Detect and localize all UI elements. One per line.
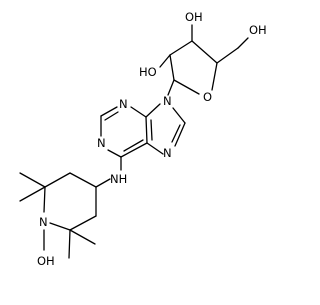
bond-n3-c2: [100, 106, 118, 117]
bond-o-c4: [211, 62, 218, 91]
bond-c2pip-me1: [19, 172, 46, 188]
bond-c1-n9: [167, 79, 175, 96]
n-oh-label: OH: [37, 254, 55, 268]
ring-oxygen-label: O: [203, 90, 212, 104]
bond-c4-n9: [145, 103, 161, 118]
bonds: [19, 24, 249, 259]
bond-npip-c6pip: [49, 222, 71, 231]
bond-c2-c1: [169, 54, 175, 81]
bond-c6-c5: [120, 142, 148, 158]
nh-label: NH: [110, 172, 127, 186]
bond-n3-c2-inner: [104, 111, 119, 121]
bond-n7-c5: [146, 142, 164, 155]
bond-n1-c6: [107, 149, 122, 158]
bond-c5-c4-inner: [150, 119, 153, 141]
bond-c2-ho: [159, 54, 171, 68]
bond-c4-c3: [191, 40, 218, 64]
bond-c3pip-c2pip: [44, 172, 71, 188]
bond-c3-c2: [169, 40, 193, 56]
bond-c6pip-me2: [69, 229, 96, 245]
bond-c6-c5-inner: [123, 139, 144, 152]
n7-label: N: [163, 146, 172, 160]
bond-c8-n7-inner: [171, 124, 181, 143]
bond-c5-oh: [237, 37, 249, 49]
bond-nh-c4pip: [95, 178, 111, 188]
bond-c2pip-me2: [19, 186, 46, 202]
atom-labels: O OH HO OH N N N N NH N OH: [37, 10, 267, 268]
bond-c4-n3: [130, 106, 147, 118]
oh-ch2-label: OH: [249, 23, 267, 37]
bond-c4pip-c3pip: [69, 172, 97, 188]
bond-c4-c5: [216, 47, 239, 64]
bond-c2pip-npip: [43, 186, 46, 213]
bond-c6pip-c5pip: [69, 215, 97, 231]
n-piperidine-label: N: [39, 215, 48, 229]
ho-c2-label: HO: [139, 65, 157, 79]
n3-label: N: [119, 97, 128, 111]
bond-c8-n7: [174, 122, 186, 147]
oh-c3-label: OH: [185, 10, 203, 24]
n1-label: N: [97, 136, 106, 150]
bond-n9-c8: [172, 107, 186, 124]
n9-label: N: [163, 94, 172, 108]
molecule-diagram: O OH HO OH N N N N NH N OH: [19, 10, 267, 268]
bond-c1-o: [173, 79, 200, 95]
structure-svg: O OH HO OH N N N N NH N OH: [19, 10, 267, 268]
bond-c5-c4: [145, 116, 148, 144]
bond-c6pip-me1: [68, 229, 71, 259]
